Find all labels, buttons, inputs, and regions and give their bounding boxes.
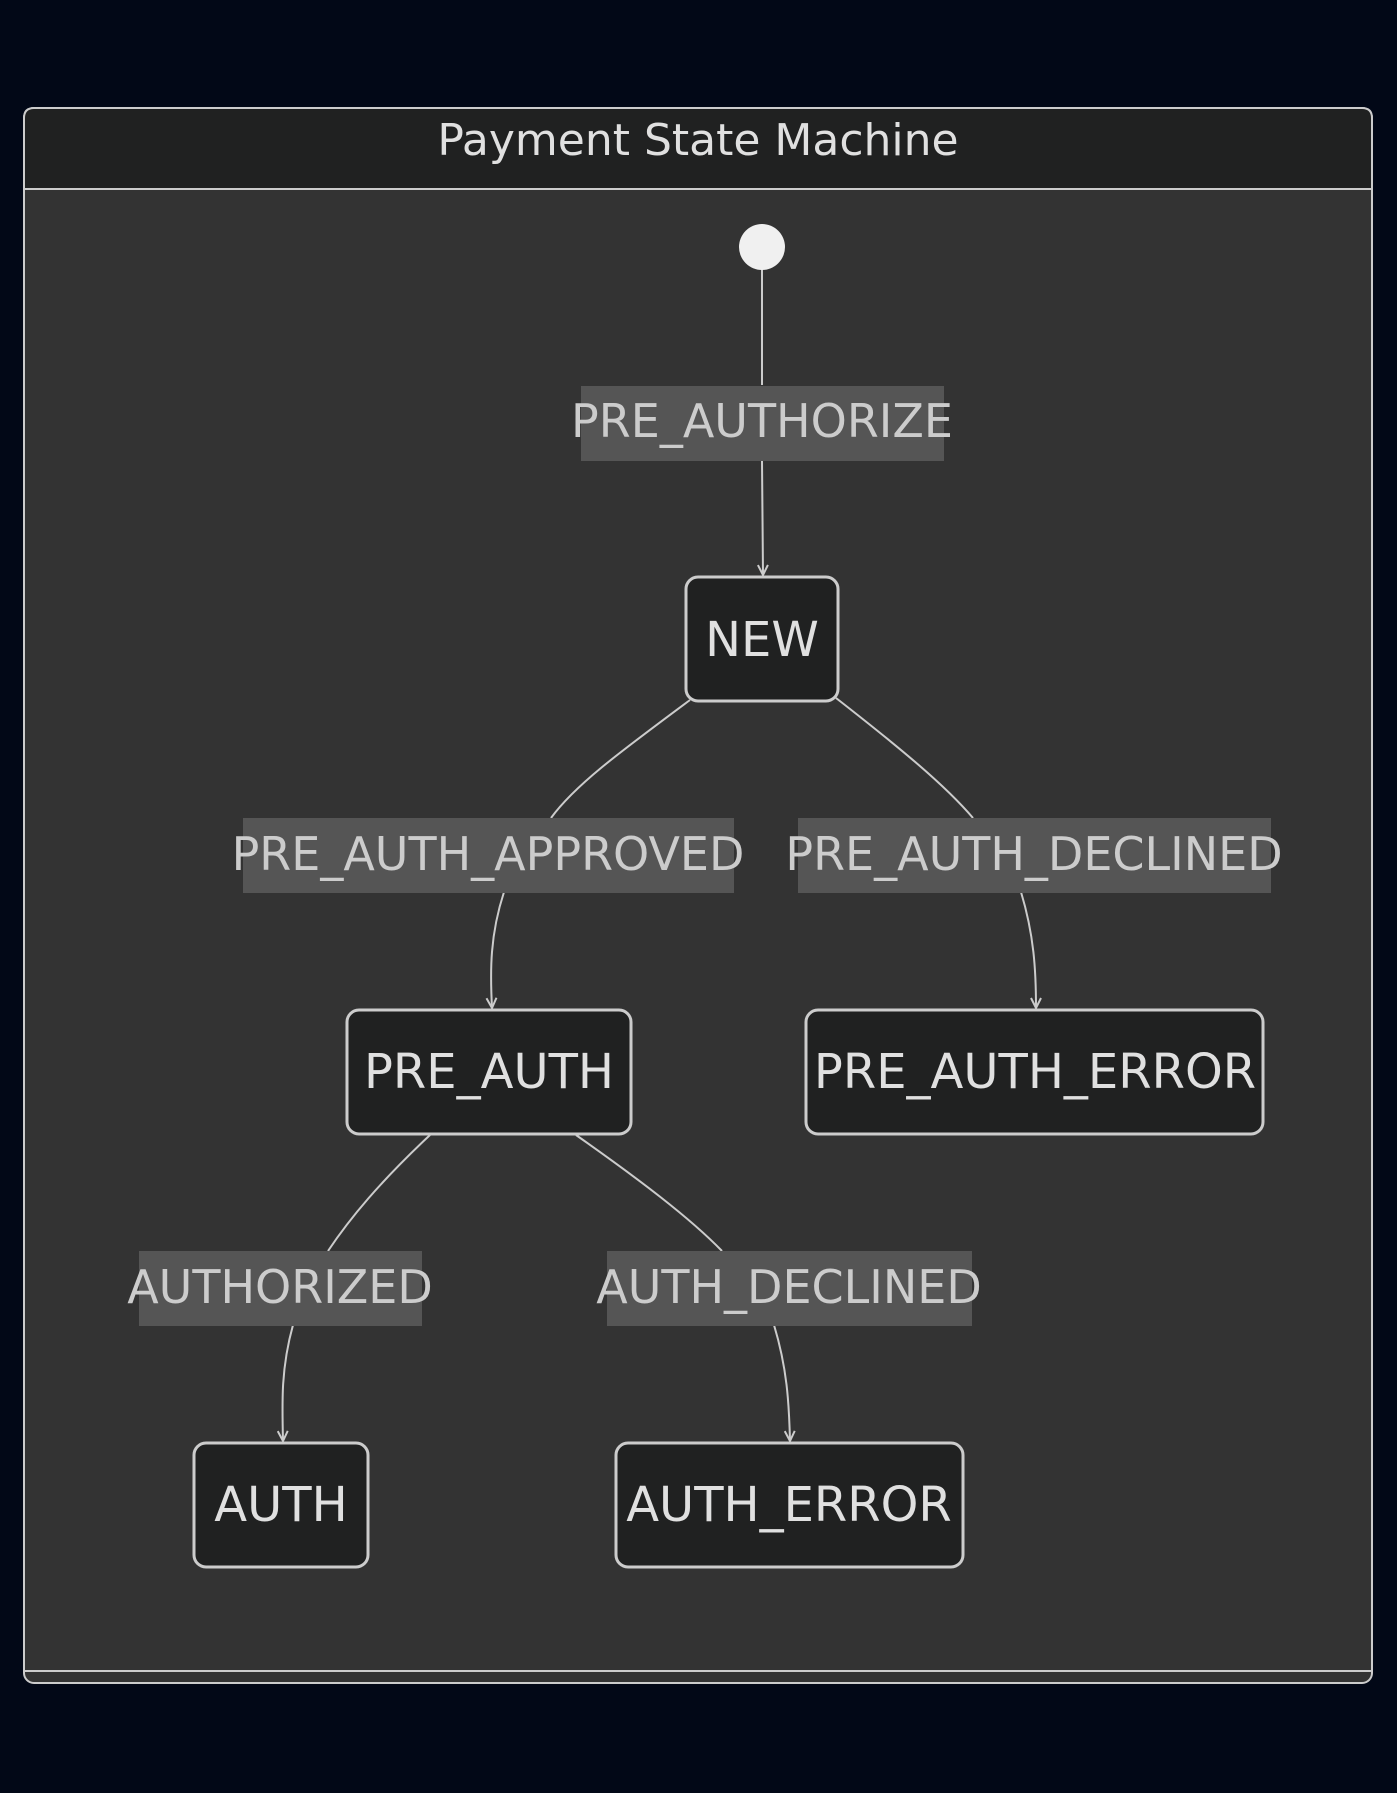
edge-pre-auth-to-auth [282, 1134, 431, 1441]
state-box-auth [192, 1441, 370, 1569]
state-label-pre-auth: PRE_AUTH [364, 1044, 614, 1100]
state-node-auth: AUTH [192, 1441, 370, 1569]
state-box-auth-error [614, 1441, 965, 1569]
diagram-title: Payment State Machine [437, 115, 958, 166]
state-node-pre-auth-error: PRE_AUTH_ERROR [804, 1008, 1265, 1136]
state-box-new [684, 575, 840, 703]
edge-label-box-auth-declined [607, 1251, 972, 1326]
edge-label-pre-authorize: PRE_AUTHORIZE [571, 394, 953, 448]
edge-pre-auth-to-auth-error [575, 1134, 790, 1441]
state-node-new: NEW [684, 575, 840, 703]
start-state [739, 224, 785, 270]
edge-label-box-pre-auth-approved [243, 818, 734, 893]
edge-label-pre-auth-approved: PRE_AUTH_APPROVED [232, 827, 745, 881]
state-box-pre-auth [345, 1008, 633, 1136]
state-node-auth-error: AUTH_ERROR [614, 1441, 965, 1569]
state-label-auth-error: AUTH_ERROR [626, 1477, 952, 1533]
container-title-bar [23, 107, 1373, 190]
state-label-new: NEW [705, 612, 819, 668]
transitions-layer [282, 269, 1036, 1441]
edge-start-to-new [762, 269, 763, 575]
edge-label-box-authorized [139, 1251, 422, 1326]
state-label-auth: AUTH [214, 1477, 347, 1533]
edge-label-auth-declined: AUTH_DECLINED [596, 1260, 982, 1314]
edge-label-box-pre-authorize [581, 386, 944, 461]
edge-label-pre-auth-declined: PRE_AUTH_DECLINED [785, 827, 1282, 881]
edge-new-to-pre-auth-error [835, 697, 1036, 1008]
edge-label-authorized: AUTHORIZED [127, 1260, 433, 1314]
edge-label-box-pre-auth-declined [798, 818, 1271, 893]
edge-new-to-pre-auth [491, 699, 691, 1008]
edge-labels-layer: PRE_AUTHORIZE PRE_AUTH_APPROVED PRE_AUTH… [127, 386, 1283, 1326]
state-node-pre-auth: PRE_AUTH [345, 1008, 633, 1136]
state-box-pre-auth-error [804, 1008, 1265, 1136]
state-label-pre-auth-error: PRE_AUTH_ERROR [814, 1044, 1256, 1100]
